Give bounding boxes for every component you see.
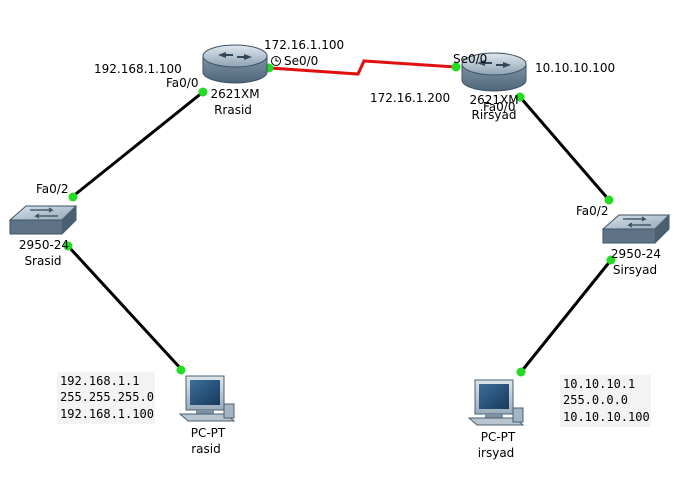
pc-left[interactable]: PC-PT rasid	[178, 375, 236, 456]
switch-left-model: 2950-24	[19, 238, 69, 252]
switch-icon	[601, 214, 671, 244]
port-dot	[176, 365, 186, 375]
clock-icon	[271, 56, 281, 66]
port-label-switch-left-fa: Fa0/2	[36, 182, 68, 196]
port-dot	[515, 92, 525, 102]
link-switch-left-pc-left[interactable]	[66, 244, 184, 372]
switch-left[interactable]: 2950-24 Srasid	[8, 205, 78, 268]
port-dot	[198, 87, 208, 97]
serial-left-ip: 172.16.1.100	[264, 38, 344, 52]
port-label-router-right-fa: Fa0/0	[483, 100, 515, 114]
pc-right-config: 10.10.10.1 255.0.0.0 10.10.10.100	[560, 375, 651, 427]
pc-left-config: 192.168.1.1 255.255.255.0 192.168.1.100	[57, 372, 155, 424]
pc-left-model: PC-PT	[191, 426, 226, 440]
pc-left-config-line: 192.168.1.100	[60, 407, 154, 421]
pc-right-config-line: 10.10.10.100	[563, 410, 650, 424]
switch-icon	[8, 205, 78, 235]
port-label-router-right-se: Se0/0	[453, 52, 487, 66]
router-left-name: Rrasid	[214, 103, 252, 117]
router-right-ip: 10.10.10.100	[535, 61, 615, 75]
port-dot	[68, 192, 78, 202]
pc-left-config-line: 192.168.1.1	[60, 374, 139, 388]
link-switch-right-pc-right[interactable]	[519, 259, 613, 373]
pc-icon	[178, 375, 236, 422]
router-icon	[461, 52, 527, 92]
pc-left-name: rasid	[191, 442, 221, 456]
link-router-left-switch-left[interactable]	[71, 90, 204, 199]
port-status-dots	[63, 62, 616, 377]
port-label-switch-right-fa: Fa0/2	[576, 204, 608, 218]
router-right-name: Rirsyad	[472, 108, 517, 122]
link-router-right-switch-right[interactable]	[518, 96, 611, 201]
port-dot	[63, 241, 73, 251]
pc-right-model: PC-PT	[481, 430, 516, 444]
serial-link[interactable]	[269, 59, 457, 76]
router-left-model: 2621XM	[210, 87, 259, 101]
switch-left-name: Srasid	[24, 254, 61, 268]
port-dot	[604, 195, 614, 205]
switch-right[interactable]: 2950-24 Sirsyad	[601, 214, 671, 277]
router-right[interactable]: 2621XM Rirsyad	[461, 52, 527, 122]
router-right-model: 2621XM	[469, 93, 518, 107]
port-label-router-left-se: Se0/0	[284, 54, 318, 68]
port-dot	[516, 367, 526, 377]
pc-right-config-line: 255.0.0.0	[563, 393, 628, 407]
switch-right-name: Sirsyad	[613, 263, 657, 277]
port-dot	[451, 62, 461, 72]
router-icon	[202, 44, 268, 84]
router-left[interactable]: 2621XM Rrasid	[202, 44, 268, 117]
pc-left-config-line: 255.255.255.0	[60, 390, 154, 404]
pc-right-name: irsyad	[478, 446, 515, 460]
port-dot	[606, 255, 616, 265]
serial-right-ip: 172.16.1.200	[370, 91, 450, 105]
pc-icon	[467, 379, 525, 426]
pc-right-config-line: 10.10.10.1	[563, 377, 635, 391]
router-left-ip: 192.168.1.100	[94, 62, 182, 76]
switch-right-model: 2950-24	[611, 247, 661, 261]
port-label-router-left-fa: Fa0/0	[166, 76, 198, 90]
pc-right[interactable]: PC-PT irsyad	[467, 379, 525, 460]
